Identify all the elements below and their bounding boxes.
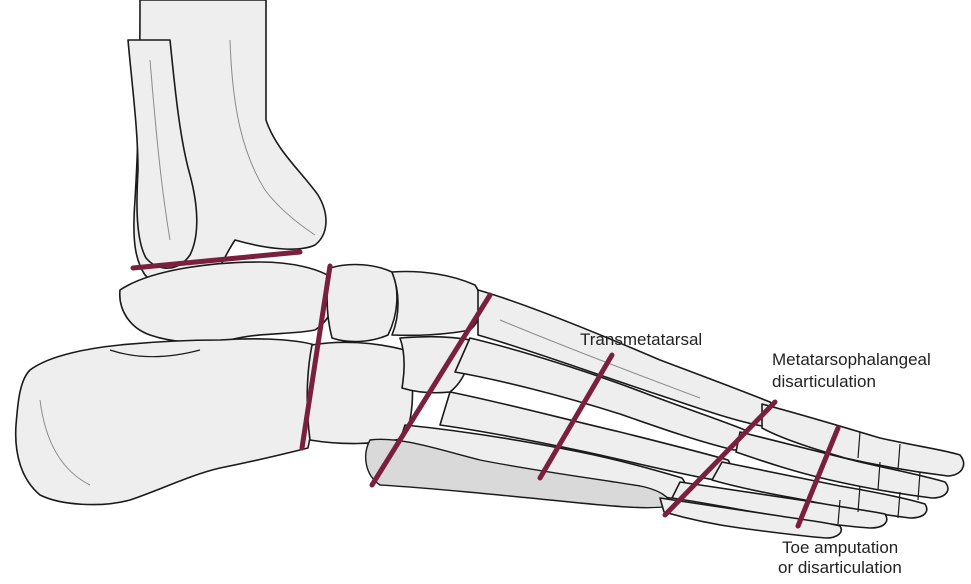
toe-disarticulation-label: or disarticulation: [778, 558, 902, 578]
disarticulation-label: disarticulation: [772, 372, 876, 392]
calcaneus-bone: [16, 339, 316, 505]
metatarsophalangeal-label: Metatarsophalangeal: [772, 350, 931, 370]
toe-amputation-label: Toe amputation: [782, 538, 898, 558]
cuboid-bone: [307, 342, 412, 443]
navicular-bone: [327, 265, 397, 342]
transmetatarsal-label: Transmetatarsal: [580, 330, 702, 350]
cuneiform-bone: [392, 272, 481, 336]
